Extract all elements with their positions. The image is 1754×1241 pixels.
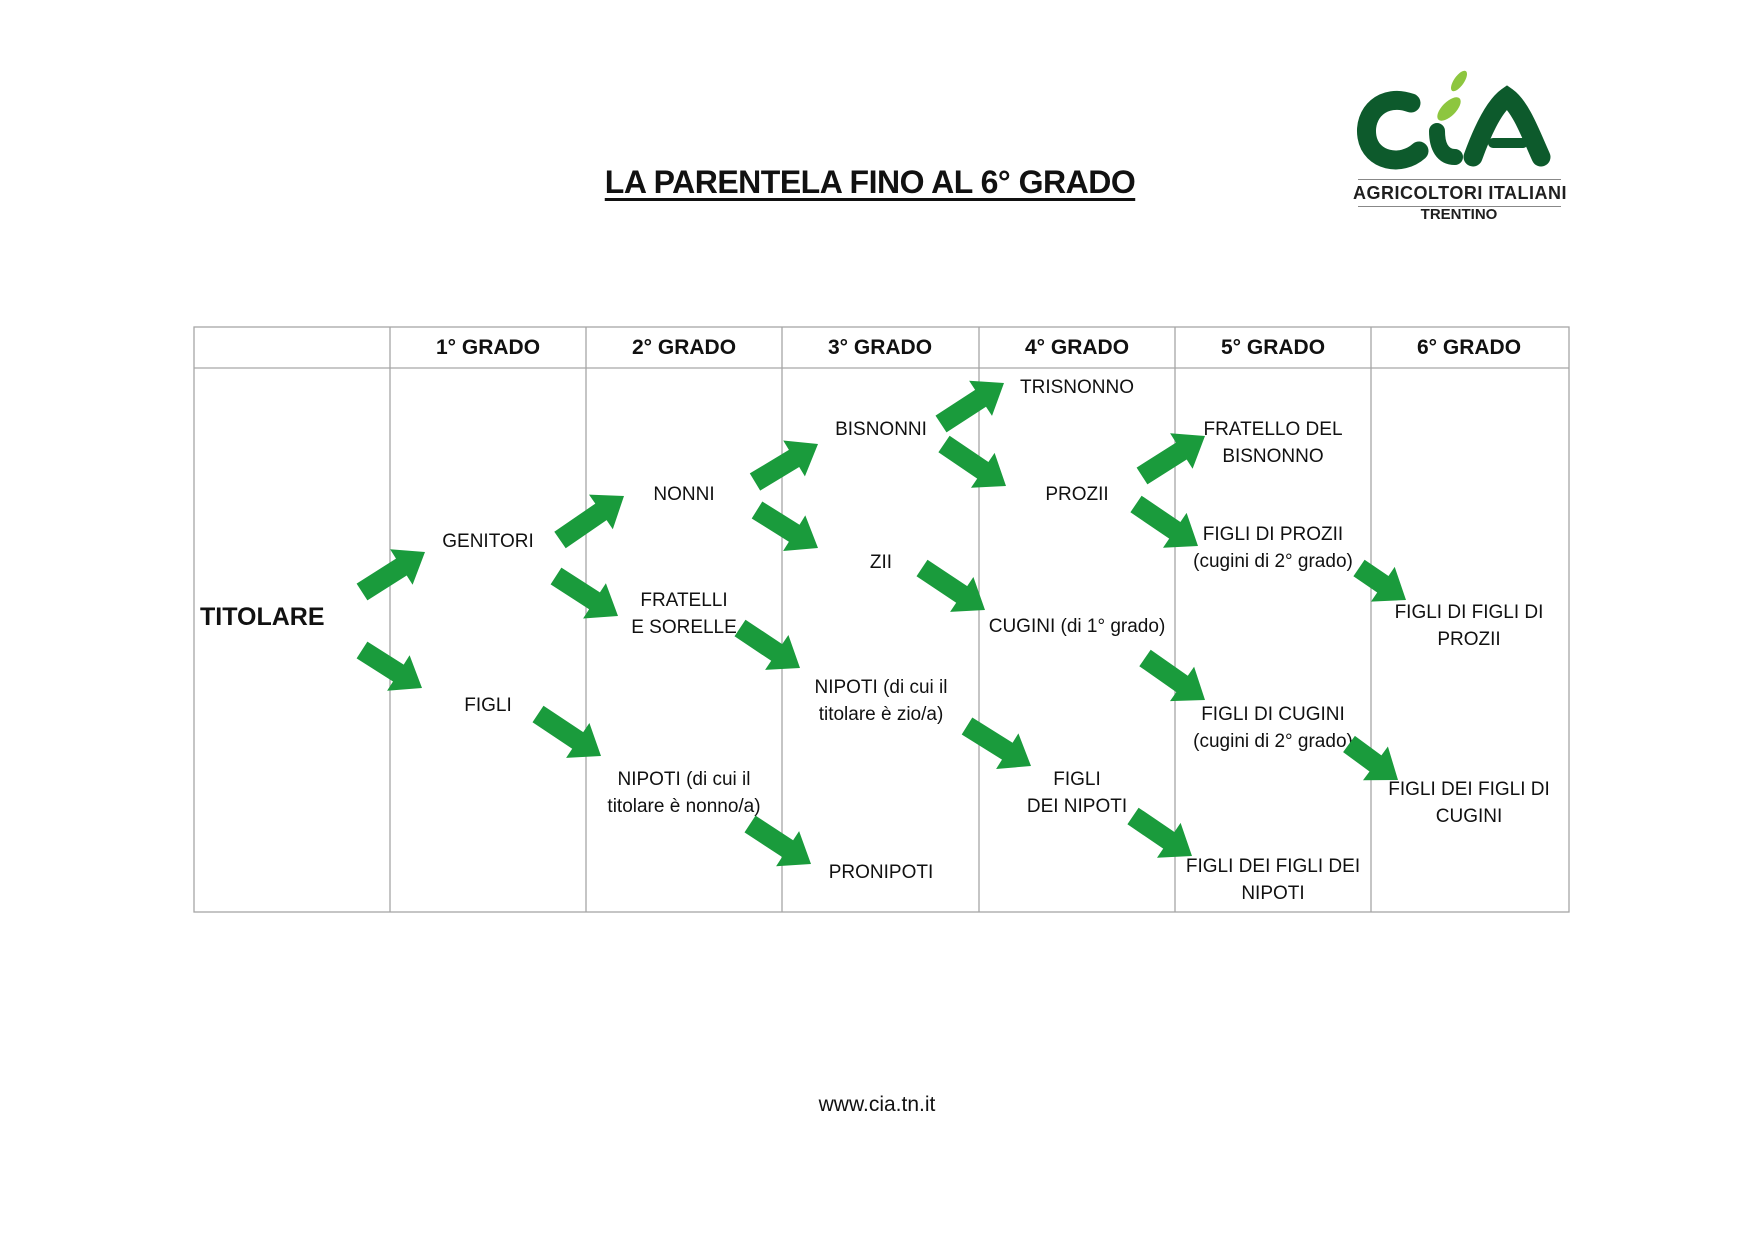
cia-logo: AGRICOLTORI ITALIANI TRENTINO — [1353, 65, 1567, 225]
header-grado-5: 5° GRADO — [1220, 336, 1326, 359]
arrow-figli-nipoti-figli-figli-nipoti — [1127, 807, 1192, 858]
arrow-figli-cugini-figli-figli-cugini — [1343, 735, 1398, 781]
arrow-prozii-figli-prozii — [1130, 495, 1198, 548]
arrow-nonni-zii — [751, 501, 818, 551]
arrow-figli-nipoti — [532, 705, 601, 758]
header-grado-6: 6° GRADO — [1416, 336, 1522, 359]
logo-rule-top — [1358, 179, 1561, 180]
arrow-zii-cugini — [916, 559, 985, 612]
header-grado-1: 1° GRADO — [435, 336, 541, 359]
logo-rule-bottom — [1358, 206, 1561, 207]
arrow-bisnonni-prozii — [938, 435, 1006, 488]
arrow-figli-prozii-figli-figli-prozii — [1353, 559, 1406, 602]
node-cugini: CUGINI (di 1° grado) — [988, 616, 1166, 637]
arrow-genitori-nonni — [554, 494, 624, 549]
arrow-titolare-figli — [356, 641, 422, 691]
node-nonni: NONNI — [653, 484, 715, 505]
node-figli-prozii: FIGLI DI PROZII (cugini di 2° grado) — [1193, 524, 1353, 572]
cia-logo-mark — [1357, 70, 1551, 170]
node-prozii: PROZII — [1045, 484, 1109, 505]
node-bisnonni: BISNONNI — [835, 419, 927, 440]
node-nipoti-zio: NIPOTI (di cui il titolare è zio/a) — [814, 677, 948, 725]
arrow-bisnonni-trisnonno — [935, 380, 1004, 433]
node-figli-figli-cugini: FIGLI DEI FIGLI DI CUGINI — [1388, 779, 1550, 827]
node-trisnonno: TRISNONNO — [1020, 377, 1134, 398]
node-figli-nipoti: FIGLI DEI NIPOTI — [1026, 769, 1128, 817]
arrow-nipoti-figli-nipoti — [961, 717, 1031, 769]
node-fratello-bisnonno: FRATELLO DEL BISNONNO — [1203, 419, 1343, 467]
header-grado-4: 4° GRADO — [1024, 336, 1130, 359]
node-titolare: TITOLARE — [200, 603, 325, 631]
node-pronipoti: PRONIPOTI — [828, 862, 934, 883]
footer-url: www.cia.tn.it — [818, 1093, 936, 1116]
logo-text-line2: TRENTINO — [1420, 206, 1498, 223]
arrow-nipoti-pronipoti — [744, 815, 811, 867]
arrow-titolare-genitori — [356, 549, 425, 601]
node-figli: FIGLI — [464, 695, 512, 716]
node-figli-figli-prozii: FIGLI DI FIGLI DI PROZII — [1394, 602, 1544, 650]
page-title: LA PARENTELA FINO AL 6° GRADO — [604, 164, 1136, 200]
header-grado-3: 3° GRADO — [827, 336, 933, 359]
arrow-cugini-figli-cugini — [1139, 649, 1205, 702]
node-figli-cugini: FIGLI DI CUGINI (cugini di 2° grado) — [1193, 704, 1353, 752]
arrow-genitori-fratelli — [550, 567, 618, 619]
arrow-nonni-bisnonni — [749, 440, 818, 491]
node-genitori: GENITORI — [442, 531, 534, 552]
node-fratelli-sorelle: FRATELLI E SORELLE — [631, 590, 737, 638]
arrow-fratelli-nipoti — [734, 619, 800, 670]
logo-text-line1: AGRICOLTORI ITALIANI — [1353, 183, 1567, 203]
node-zii: ZII — [869, 552, 893, 573]
node-nipoti-nonno: NIPOTI (di cui il titolare è nonno/a) — [607, 769, 761, 817]
arrow-prozii-fratello-bisnonno — [1136, 433, 1205, 485]
node-figli-figli-nipoti: FIGLI DEI FIGLI DEI NIPOTI — [1185, 856, 1361, 904]
header-grado-2: 2° GRADO — [631, 336, 737, 359]
